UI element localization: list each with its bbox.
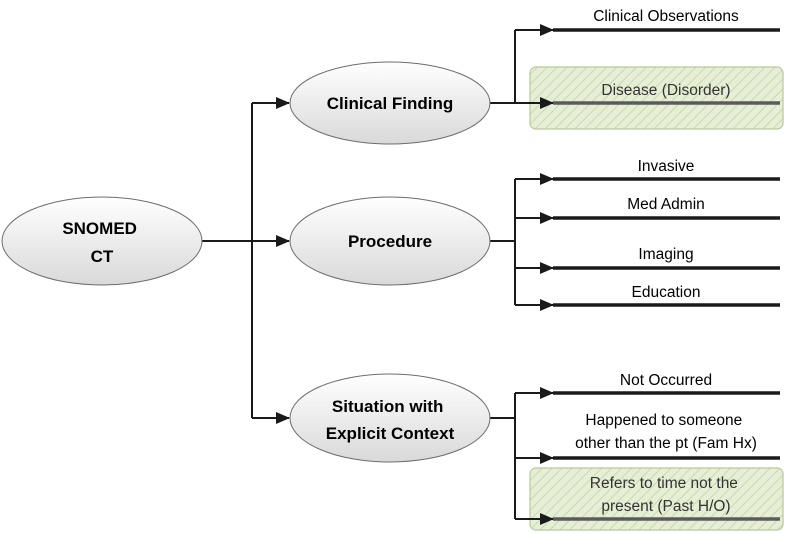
procedure-leaf-bars [553,177,780,307]
category-node-situation: Situation with Explicit Context [289,373,491,463]
leaf-label-invasive: Invasive [638,158,695,175]
leaf-label-imaging: Imaging [638,246,693,263]
situation-connectors [490,387,554,525]
leaf-label-fam-hx: Happened to someone other than the pt (F… [575,412,757,452]
root-label: SNOMED CT [62,219,141,266]
root-connectors [202,97,290,424]
situation-leaf-bars [553,391,780,521]
root-label-line-2: CT [91,247,114,266]
leaf-label-med-admin: Med Admin [627,196,705,213]
situation-label-line-1: Situation with [332,397,443,416]
clinical-finding-leaf-bars [553,28,780,105]
clinical-finding-connectors [490,24,554,109]
leaf-labels: Clinical Observations Disease (Disorder)… [575,8,757,515]
category-node-clinical-finding: Clinical Finding [289,61,491,145]
category-node-procedure: Procedure [289,196,491,286]
clinical-finding-ellipse [289,61,491,145]
procedure-ellipse [289,196,491,286]
highlight-box-past-history [529,467,784,531]
leaf-label-fam-hx-line-1: Happened to someone [585,412,742,429]
root-node: SNOMED CT [1,196,203,286]
leaf-label-clinical-observations: Clinical Observations [593,8,739,25]
leaf-label-past-history-line-1: Refers to time not the [590,475,738,492]
leaf-label-education: Education [632,284,701,301]
procedure-connectors [490,173,554,311]
leaf-label-not-occurred: Not Occurred [620,372,712,389]
root-ellipse [1,196,203,286]
leaf-label-disease: Disease (Disorder) [601,82,730,99]
leaf-label-fam-hx-line-2: other than the pt (Fam Hx) [575,435,757,452]
highlight-box-disease [529,66,784,130]
leaf-label-past-history-line-2: present (Past H/O) [601,498,730,515]
situation-ellipse [289,373,491,463]
procedure-label: Procedure [348,232,432,251]
situation-label-line-2: Explicit Context [326,424,455,443]
clinical-finding-label: Clinical Finding [327,94,454,113]
root-label-line-1: SNOMED [62,219,137,238]
situation-label: Situation with Explicit Context [326,397,455,443]
leaf-label-past-history: Refers to time not the present (Past H/O… [590,475,743,515]
